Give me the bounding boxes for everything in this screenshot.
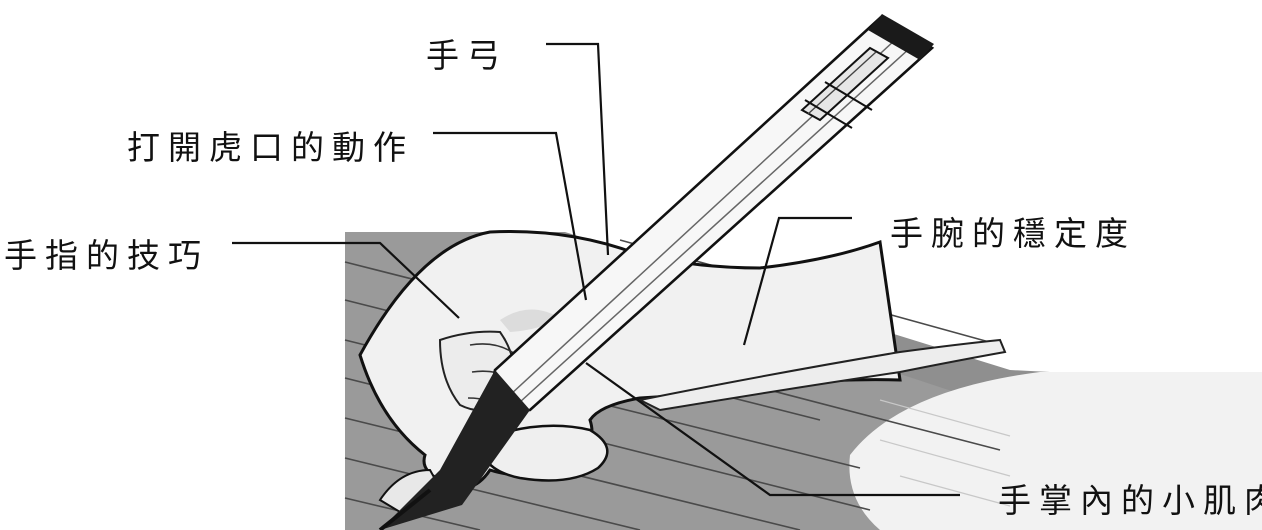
- leader-web-space: [433, 131, 588, 301]
- ruled-lines-light: [879, 399, 1011, 507]
- leader-palm-muscles: [585, 362, 960, 497]
- callout-lines: [232, 42, 960, 497]
- hand-arch-label: 手弓: [426, 36, 508, 75]
- leader-finger-skill: [232, 241, 460, 319]
- leader-wrist-stability: [742, 216, 852, 346]
- wrist-stability-label: 手腕的穩定度: [890, 214, 1136, 253]
- pen: [378, 14, 935, 530]
- web-space-label: 打開虎口的動作: [127, 128, 414, 167]
- palm-muscles-label: 手掌內的小肌肉: [998, 481, 1262, 520]
- leader-hand-arch: [546, 42, 610, 256]
- finger-skill-label: 手指的技巧: [4, 236, 209, 275]
